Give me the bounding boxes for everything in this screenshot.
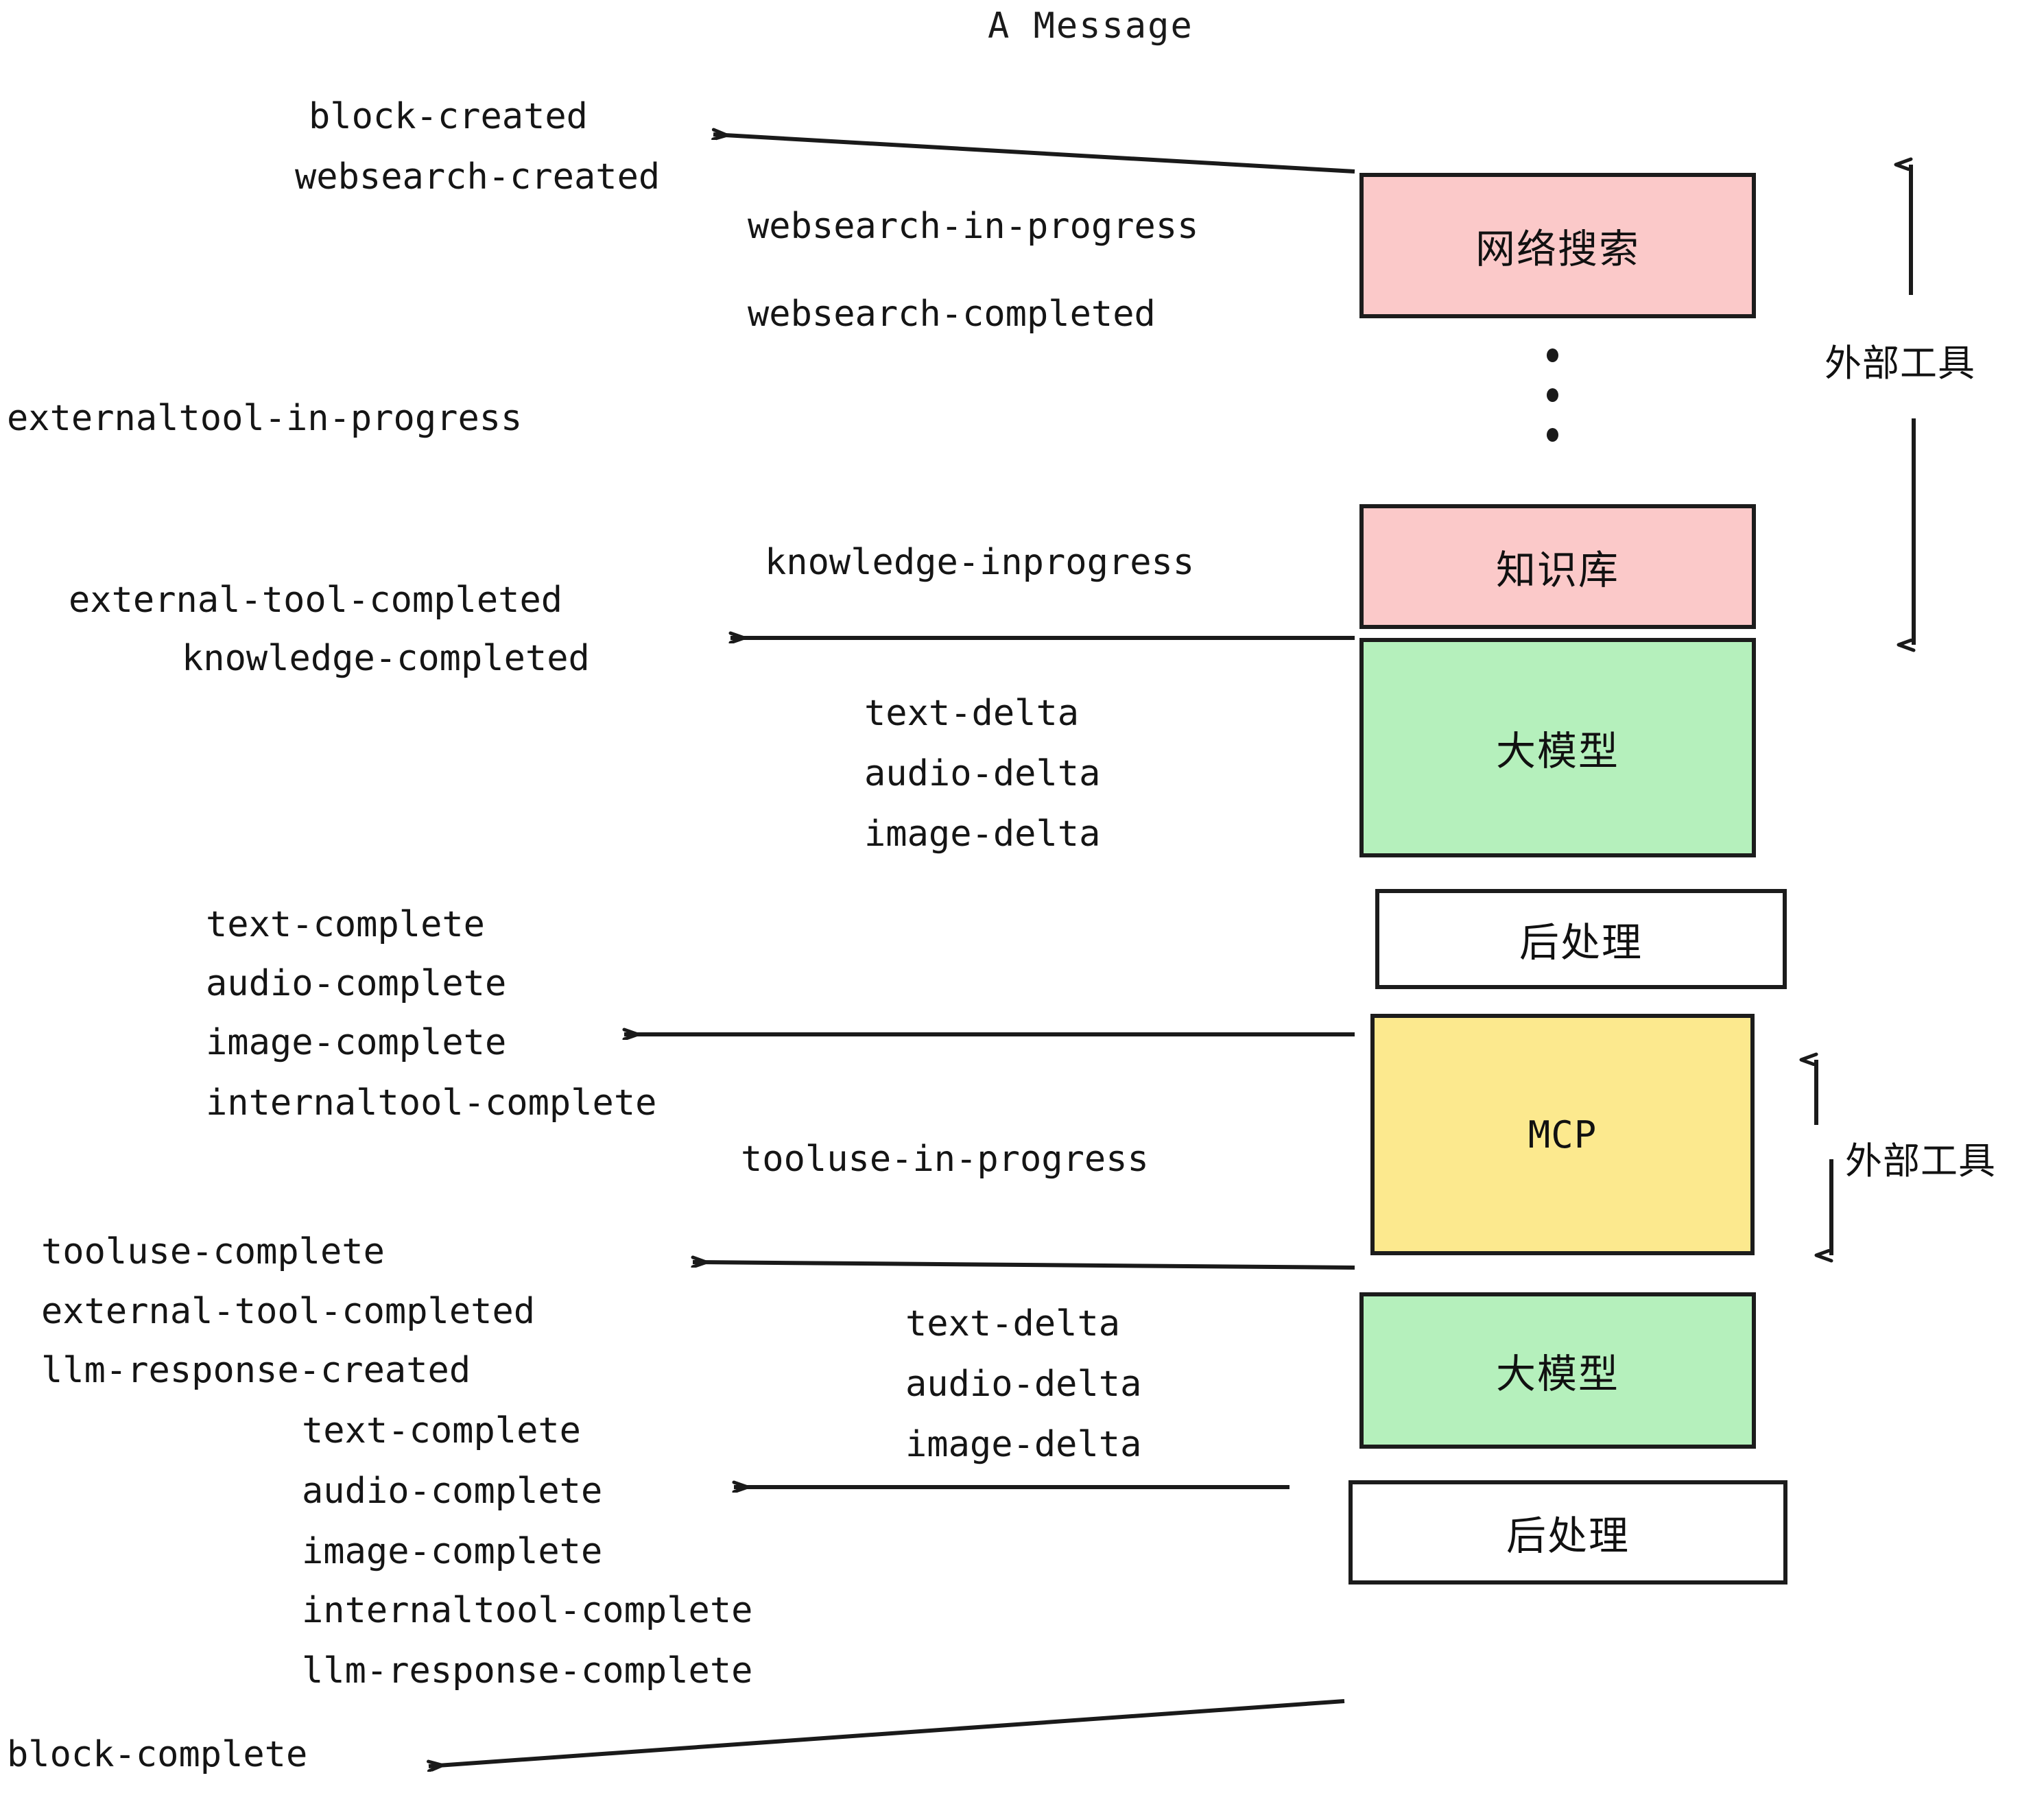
- event-label: external-tool-completed: [69, 580, 563, 621]
- event-label: knowledge-completed: [182, 638, 590, 679]
- node-websearch[interactable]: 网络搜索: [1359, 173, 1756, 318]
- event-label: audio-complete: [302, 1471, 603, 1512]
- node-label: MCP: [1528, 1113, 1597, 1156]
- arrow-websearch-to-created: [713, 134, 1355, 174]
- event-label: external-tool-completed: [41, 1291, 536, 1332]
- arrow-mcp-to-tooluse-complete: [693, 1262, 1355, 1270]
- event-label: llm-response-complete: [302, 1650, 753, 1692]
- group-label-external-tool: 外部工具: [1845, 1139, 1996, 1183]
- event-label: internaltool-complete: [302, 1590, 753, 1631]
- node-postproc-1[interactable]: 后处理: [1375, 889, 1787, 989]
- event-label: websearch-created: [295, 156, 661, 198]
- node-mcp[interactable]: MCP: [1370, 1014, 1755, 1255]
- event-label: tooluse-complete: [41, 1231, 385, 1272]
- node-label: 网络搜索: [1475, 226, 1640, 272]
- external-tool-range-arrow-top: [1911, 165, 1916, 645]
- node-label: 知识库: [1495, 547, 1619, 593]
- node-label: 大模型: [1495, 1351, 1619, 1397]
- event-label: block-complete: [7, 1734, 308, 1775]
- event-label: image-complete: [302, 1531, 603, 1572]
- event-label: image-delta: [905, 1424, 1142, 1465]
- event-label: audio-delta: [864, 753, 1101, 794]
- event-label: llm-response-created: [41, 1350, 471, 1391]
- group-label-external-tool: 外部工具: [1825, 342, 1975, 385]
- node-label: 后处理: [1506, 1512, 1630, 1559]
- vertical-ellipsis: [1547, 348, 1558, 468]
- external-tool-range-arrow-bottom: [1816, 1060, 1833, 1255]
- event-label: audio-delta: [905, 1364, 1142, 1405]
- event-label: image-delta: [864, 814, 1101, 855]
- event-label: websearch-in-progress: [748, 206, 1199, 247]
- event-label: text-delta: [905, 1303, 1121, 1344]
- ellipsis-dot: [1547, 348, 1558, 362]
- arrow-postproc2-to-block-complete: [429, 1699, 1345, 1766]
- event-label: text-complete: [302, 1410, 581, 1451]
- event-label: knowledge-inprogress: [765, 542, 1195, 583]
- node-postproc-2[interactable]: 后处理: [1348, 1480, 1787, 1585]
- event-label: audio-complete: [206, 963, 507, 1004]
- event-label: externaltool-in-progress: [7, 398, 523, 439]
- event-label: block-created: [309, 96, 588, 137]
- event-label: websearch-completed: [748, 294, 1156, 335]
- ellipsis-dot: [1547, 388, 1558, 402]
- event-label: tooluse-in-progress: [741, 1139, 1149, 1180]
- event-label: internaltool-complete: [206, 1082, 657, 1124]
- event-label: text-complete: [206, 904, 485, 945]
- ellipsis-dot: [1547, 428, 1558, 442]
- node-label: 后处理: [1519, 919, 1643, 966]
- node-llm-2[interactable]: 大模型: [1359, 1292, 1756, 1449]
- node-label: 大模型: [1495, 728, 1619, 774]
- page-title: A Message: [988, 5, 1193, 47]
- event-label: image-complete: [206, 1022, 507, 1063]
- event-label: text-delta: [864, 693, 1080, 734]
- node-llm-1[interactable]: 大模型: [1359, 638, 1756, 857]
- node-knowledge[interactable]: 知识库: [1359, 504, 1756, 629]
